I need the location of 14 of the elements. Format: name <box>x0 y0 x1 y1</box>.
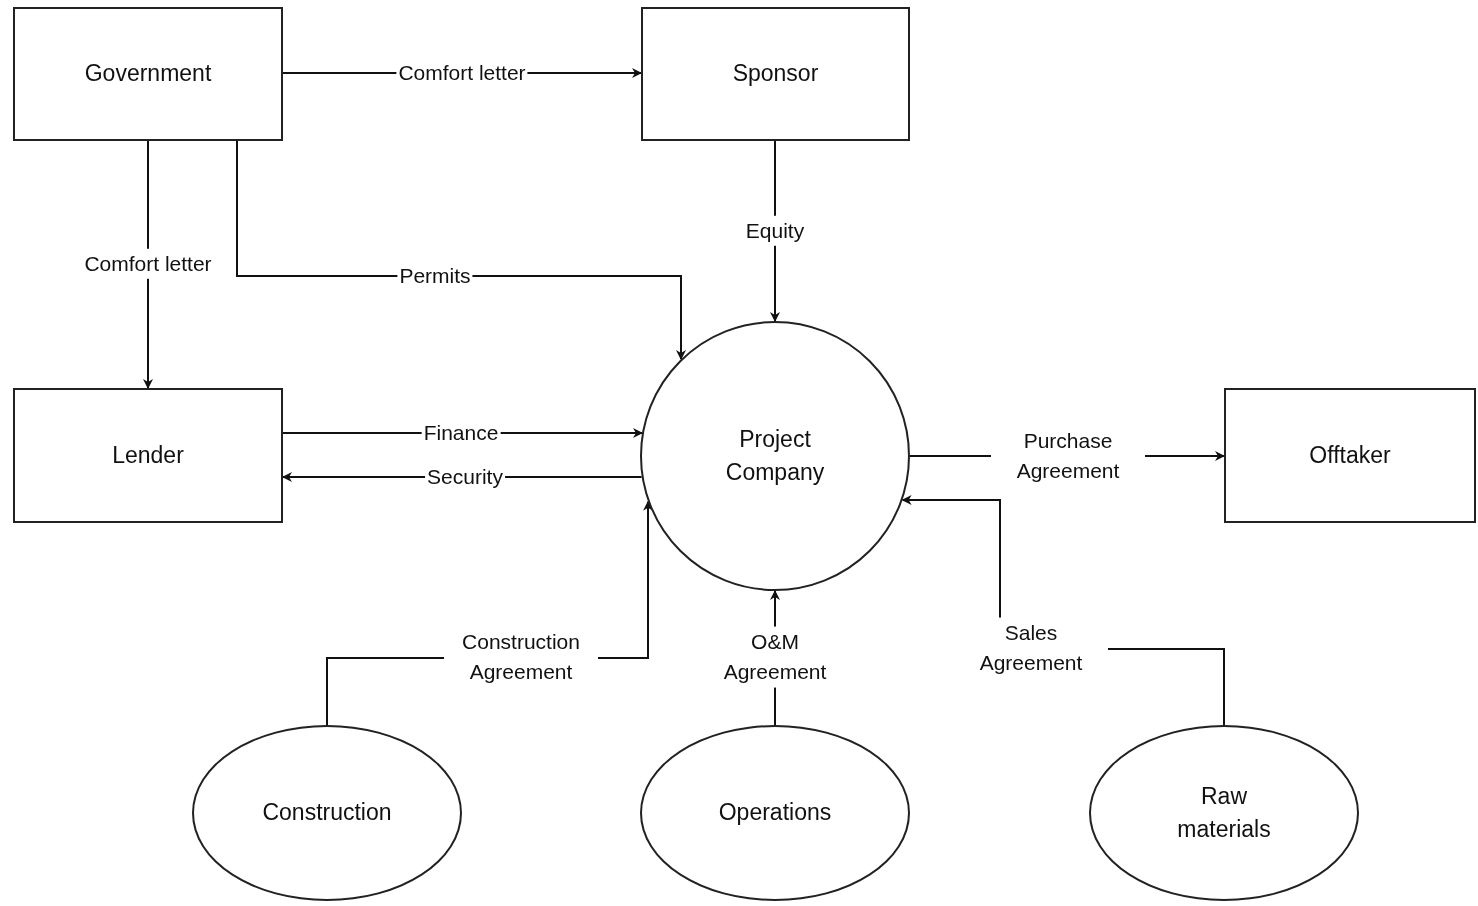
process-box <box>1224 388 1476 523</box>
edge-label: Comfort letter <box>82 248 214 280</box>
node-label: Raw materials <box>1176 781 1272 844</box>
node-label: Government <box>84 59 212 89</box>
node-label: Offtaker <box>1309 440 1391 470</box>
node-label: Project Company <box>724 424 826 487</box>
arrow <box>236 140 686 361</box>
node-label: Operations <box>718 798 832 828</box>
process-box <box>13 388 283 523</box>
process-box <box>13 7 283 141</box>
node-label: Sponsor <box>732 59 819 89</box>
node-label: Lender <box>112 440 184 470</box>
process-box <box>641 7 910 141</box>
node-label: Construction <box>262 798 392 828</box>
